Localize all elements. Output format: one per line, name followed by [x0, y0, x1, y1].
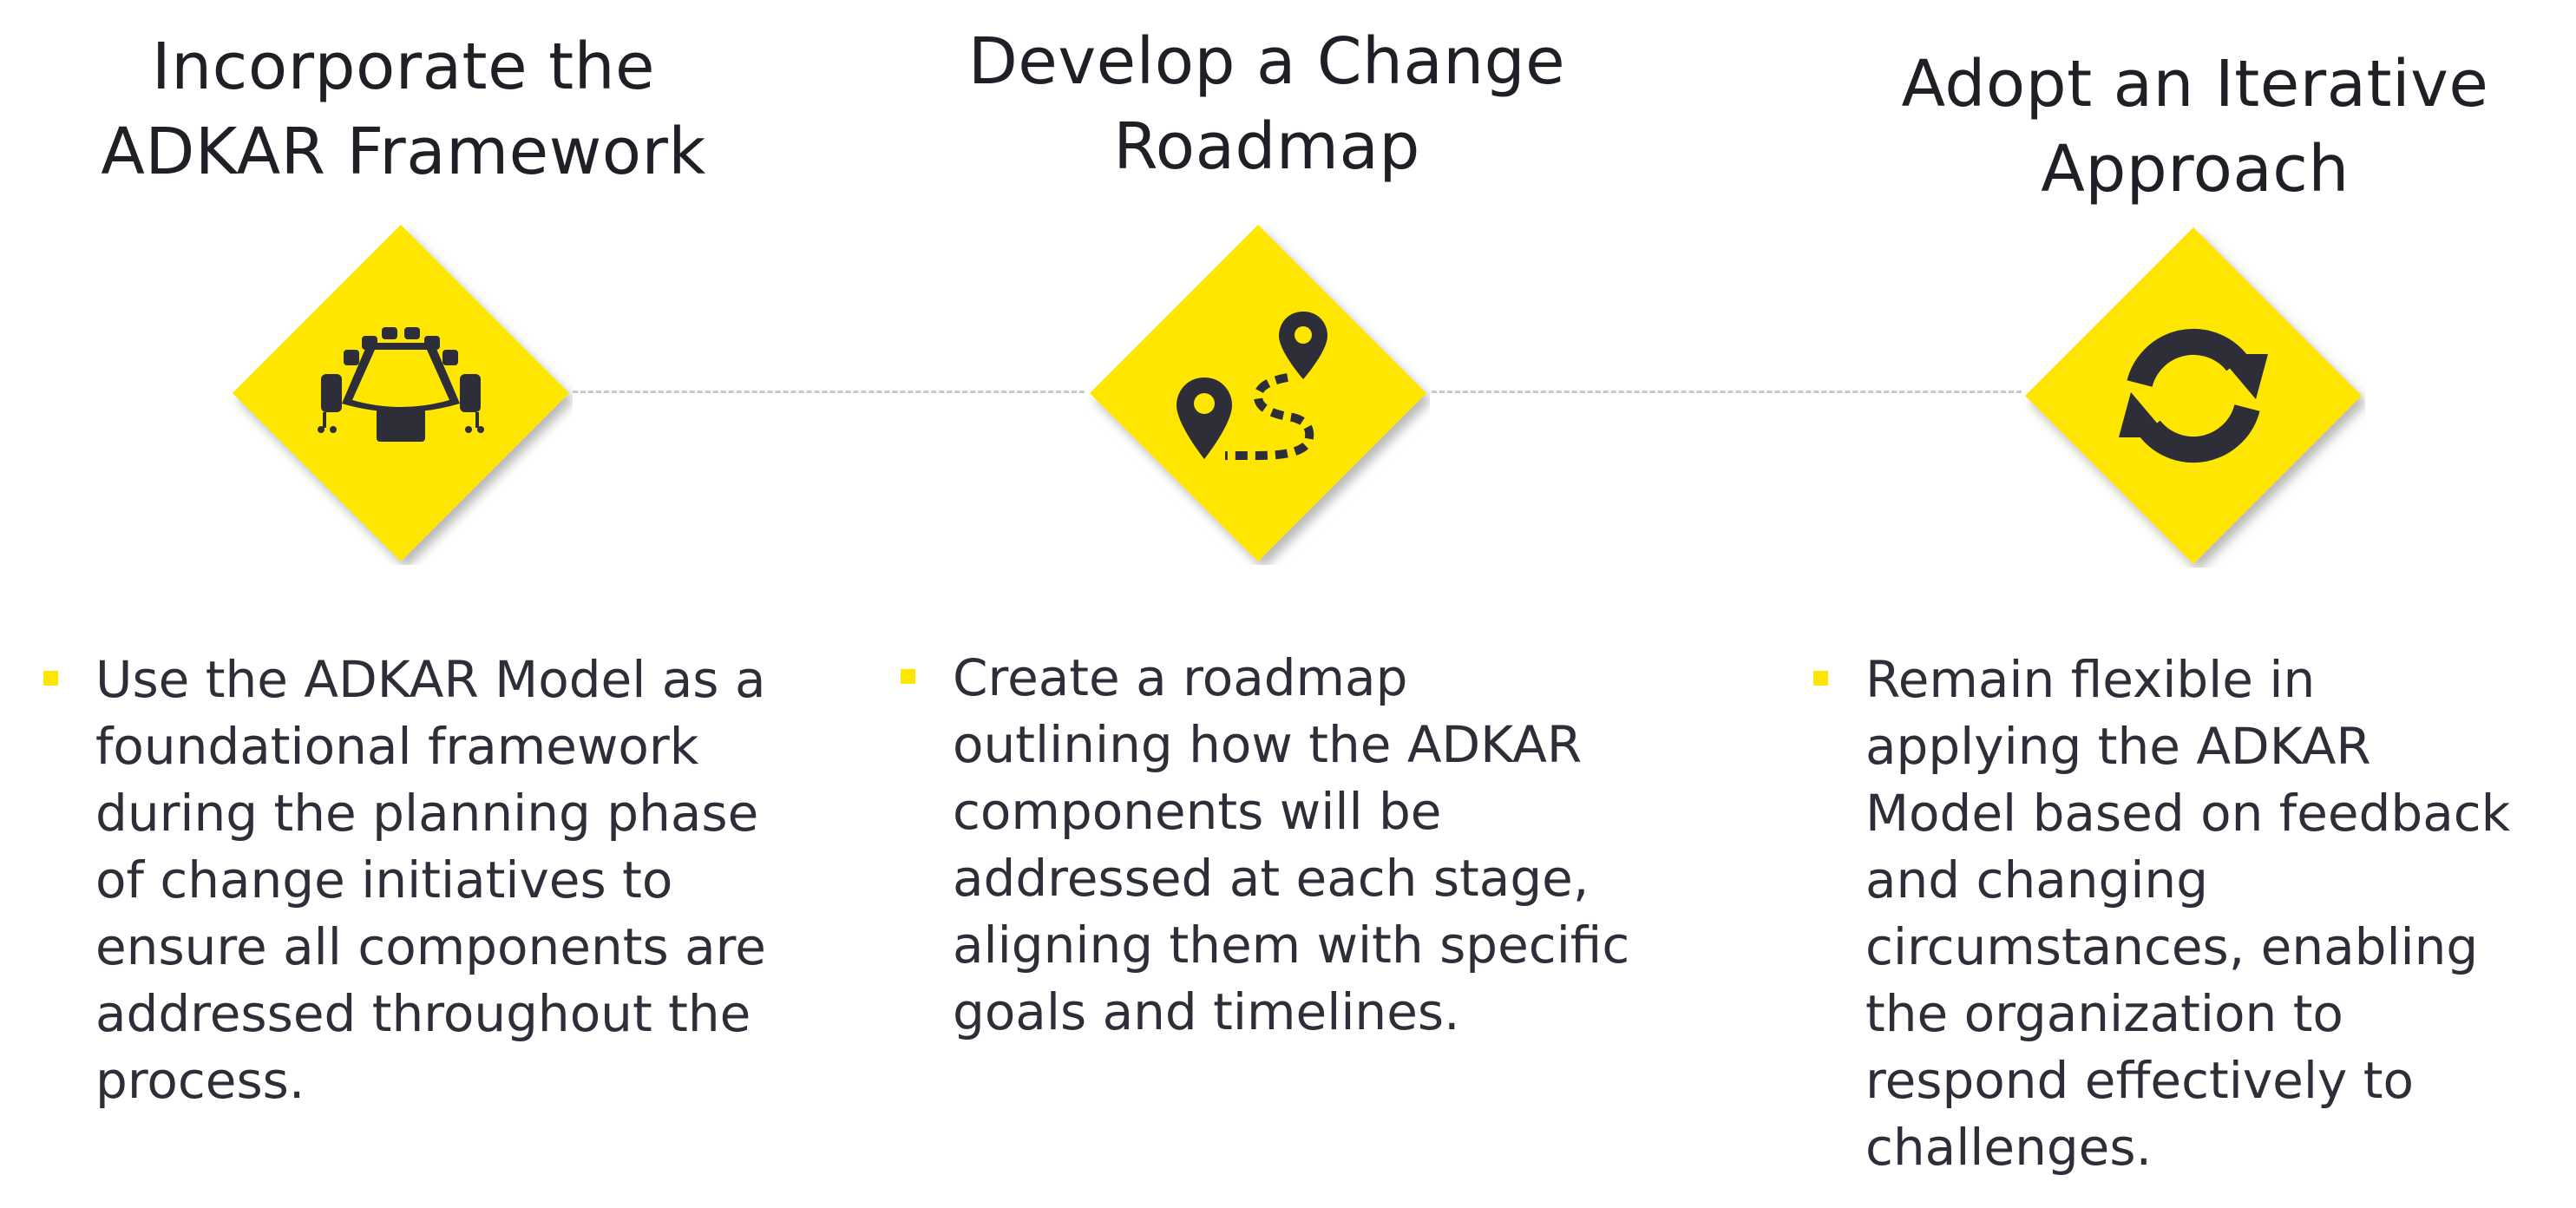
step-bullet: Use the ADKAR Model as a foundational fr… — [43, 647, 807, 1132]
conference-table-icon — [318, 327, 484, 442]
step-bullet: Create a roadmap outlining how the ADKAR… — [901, 645, 1664, 1061]
step-diamond — [1086, 221, 1430, 565]
step-diamond — [2022, 224, 2365, 568]
step-title: Develop a Change Roadmap — [967, 24, 1566, 184]
step-bullet: Remain flexible in applying the ADKAR Mo… — [1813, 647, 2568, 1202]
connector-line-2 — [1432, 391, 2022, 393]
diamond-shape — [1090, 225, 1426, 561]
step-description: Remain flexible in applying the ADKAR Mo… — [1865, 650, 2511, 1177]
refresh-cycle-icon — [2119, 328, 2268, 463]
bullet-square-icon — [901, 669, 915, 684]
step-title: Adopt an Iterative Approach — [1901, 47, 2489, 207]
step-description: Create a roadmap outlining how the ADKAR… — [953, 648, 1630, 1041]
connector-line-1 — [573, 391, 1085, 393]
bullet-square-icon — [1813, 671, 1828, 686]
diamond-shape — [2025, 227, 2362, 564]
step-description: Use the ADKAR Model as a foundational fr… — [95, 650, 766, 1110]
roadmap-route-icon — [1177, 312, 1327, 460]
bullet-square-icon — [43, 671, 58, 686]
step-diamond — [229, 221, 573, 565]
step-title: Incorporate the ADKAR Framework — [101, 30, 706, 189]
